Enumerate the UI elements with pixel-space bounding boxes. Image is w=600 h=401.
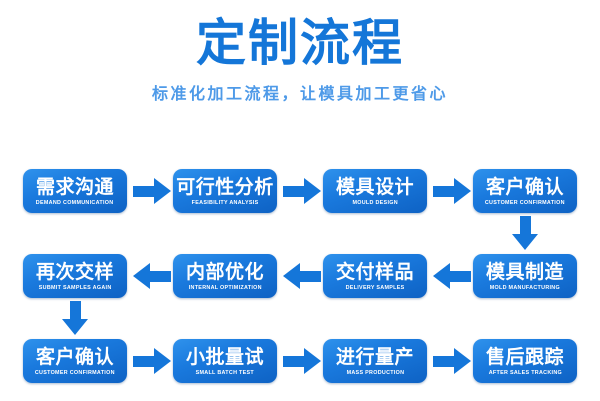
flow-step-en-label: CUSTOMER CONFIRMATION xyxy=(35,369,115,376)
arrow-head xyxy=(304,178,321,204)
arrow-head xyxy=(133,263,150,289)
flow-step-cn-label: 模具设计 xyxy=(335,175,414,198)
arrow-head xyxy=(283,263,300,289)
flow-step-en-label: DEMAND COMMUNICATION xyxy=(36,199,114,206)
flow-step-cn-label: 内部优化 xyxy=(185,260,264,283)
flow-step-delivery-samples[interactable]: 交付样品 DELIVERY SAMPLES xyxy=(323,254,427,298)
flow-step-cn-label: 客户确认 xyxy=(35,345,114,368)
arrow-shaft xyxy=(283,356,305,367)
arrow-shaft xyxy=(433,186,455,197)
arrow-shaft xyxy=(133,186,155,197)
flow-step-en-label: DELIVERY SAMPLES xyxy=(345,284,405,291)
arrow-right-icon xyxy=(283,178,321,204)
flow-step-submit-samples-again[interactable]: 再次交样 SUBMIT SAMPLES AGAIN xyxy=(23,254,127,298)
arrow-shaft xyxy=(299,271,321,282)
flow-step-small-batch-test[interactable]: 小批量试 SMALL BATCH TEST xyxy=(173,339,277,383)
arrow-head xyxy=(433,263,450,289)
arrow-shaft xyxy=(449,271,471,282)
flow-step-en-label: FEASIBILITY ANALYSIS xyxy=(191,199,259,206)
flow-step-en-label: SMALL BATCH TEST xyxy=(195,369,255,376)
flow-step-en-label: INTERNAL OPTIMIZATION xyxy=(188,284,262,291)
arrow-shaft xyxy=(283,186,305,197)
arrow-shaft xyxy=(433,356,455,367)
arrow-left-icon xyxy=(433,263,471,289)
flow-step-mass-production[interactable]: 进行量产 MASS PRODUCTION xyxy=(323,339,427,383)
flow-step-en-label: AFTER SALES TRACKING xyxy=(488,369,562,376)
arrow-left-icon xyxy=(283,263,321,289)
flow-step-customer-confirmation-1[interactable]: 客户确认 CUSTOMER CONFIRMATION xyxy=(473,169,577,213)
flow-step-customer-confirmation-2[interactable]: 客户确认 CUSTOMER CONFIRMATION xyxy=(23,339,127,383)
flow-step-cn-label: 进行量产 xyxy=(335,345,414,368)
arrow-shaft xyxy=(133,356,155,367)
arrow-shaft xyxy=(70,301,81,320)
page-title: 定制流程 xyxy=(196,14,404,72)
arrow-down-icon xyxy=(512,216,538,250)
arrow-head xyxy=(304,348,321,374)
flow-step-demand-communication[interactable]: 需求沟通 DEMAND COMMUNICATION xyxy=(23,169,127,213)
flow-step-mould-design[interactable]: 模具设计 MOULD DESIGN xyxy=(323,169,427,213)
flow-step-cn-label: 售后跟踪 xyxy=(485,345,564,368)
header: 定制流程 标准化加工流程，让模具加工更省心 xyxy=(0,14,600,104)
flow-step-after-sales-tracking[interactable]: 售后跟踪 AFTER SALES TRACKING xyxy=(473,339,577,383)
flow-step-cn-label: 需求沟通 xyxy=(35,175,114,198)
flow-step-cn-label: 交付样品 xyxy=(335,260,414,283)
arrow-down-icon xyxy=(62,301,88,335)
arrow-right-icon xyxy=(133,178,171,204)
arrow-head xyxy=(154,178,171,204)
arrow-right-icon xyxy=(433,178,471,204)
arrow-head xyxy=(154,348,171,374)
flow-step-en-label: SUBMIT SAMPLES AGAIN xyxy=(38,284,112,291)
flow-step-en-label: CUSTOMER CONFIRMATION xyxy=(485,199,565,206)
arrow-right-icon xyxy=(133,348,171,374)
arrow-head xyxy=(454,348,471,374)
flow-step-en-label: MOLD MANUFACTURING xyxy=(489,284,561,291)
arrow-shaft xyxy=(149,271,171,282)
flow-step-en-label: MOULD DESIGN xyxy=(352,199,398,206)
flow-step-feasibility-analysis[interactable]: 可行性分析 FEASIBILITY ANALYSIS xyxy=(173,169,277,213)
arrow-head xyxy=(62,319,88,335)
flow-step-cn-label: 可行性分析 xyxy=(176,175,274,198)
arrow-right-icon xyxy=(433,348,471,374)
flow-step-internal-optimization[interactable]: 内部优化 INTERNAL OPTIMIZATION xyxy=(173,254,277,298)
flow-step-en-label: MASS PRODUCTION xyxy=(346,369,404,376)
flow-step-cn-label: 客户确认 xyxy=(485,175,564,198)
flow-step-cn-label: 模具制造 xyxy=(485,260,564,283)
flow-step-mold-manufacturing[interactable]: 模具制造 MOLD MANUFACTURING xyxy=(473,254,577,298)
arrow-left-icon xyxy=(133,263,171,289)
flow-step-cn-label: 再次交样 xyxy=(35,260,114,283)
flow-step-cn-label: 小批量试 xyxy=(185,345,264,368)
page-subtitle: 标准化加工流程，让模具加工更省心 xyxy=(151,84,448,103)
arrow-head xyxy=(454,178,471,204)
arrow-head xyxy=(512,234,538,250)
arrow-shaft xyxy=(520,216,531,235)
arrow-right-icon xyxy=(283,348,321,374)
